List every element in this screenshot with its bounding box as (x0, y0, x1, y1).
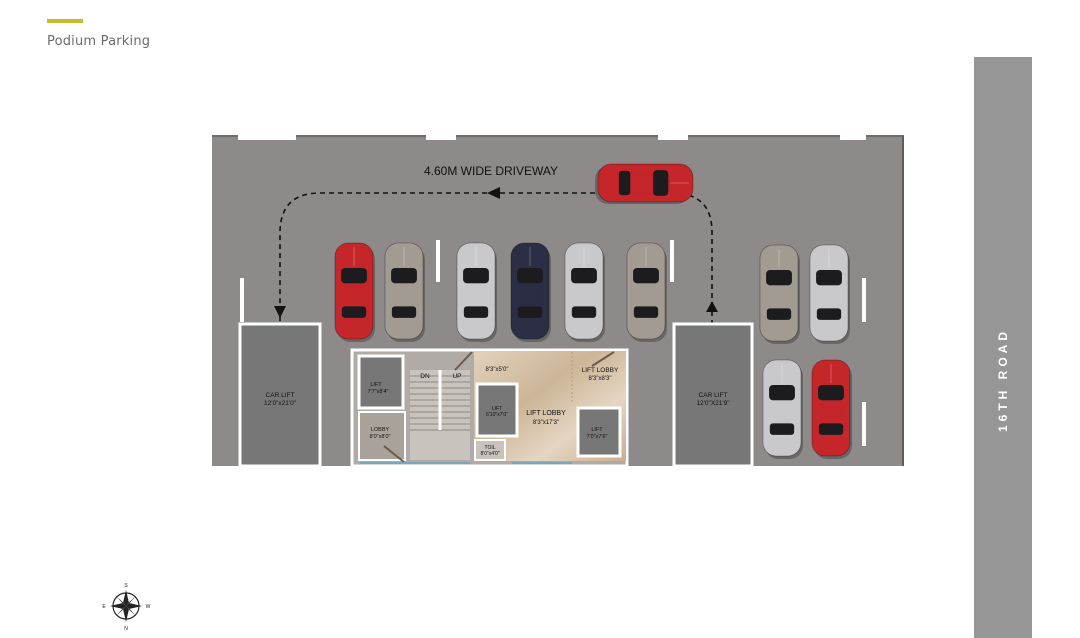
compass-w: W (146, 604, 151, 610)
car-lift-left-size: 12'0"x21'0" (264, 400, 297, 407)
stair-up-label: UP (452, 373, 461, 380)
toilet (474, 439, 506, 461)
compass-e: E (102, 604, 106, 610)
lift-lobby-right-size: 8'3"x8'3" (589, 376, 612, 382)
car (510, 242, 551, 342)
road-16th (974, 57, 1032, 638)
car (762, 359, 803, 459)
lobby-small-name: LOBBY (371, 427, 390, 433)
lift-lobby-center-name: LIFT LOBBY (526, 410, 566, 417)
compass-rose-icon: S N E W (102, 583, 151, 632)
car-lift-right-name: CAR LIFT (699, 392, 728, 399)
page-title: Podium Parking (47, 34, 151, 49)
door-swing (454, 351, 473, 371)
car (759, 244, 800, 344)
car (595, 163, 694, 204)
top-opening-4 (840, 132, 866, 140)
parked-cars (334, 163, 852, 459)
top-opening-1 (238, 132, 296, 140)
lift-right (576, 406, 622, 458)
lift-center (475, 382, 519, 438)
lobby-small (358, 411, 406, 461)
arrow-left-icon (487, 187, 500, 199)
toilet-name: TOIL (484, 445, 495, 451)
lift-center-name: LIFT (492, 406, 502, 412)
car (811, 359, 852, 459)
car-lift-right (672, 322, 754, 468)
top-opening-3 (658, 132, 688, 140)
car (564, 242, 605, 342)
driveway-label: 4.60M WIDE DRIVEWAY (424, 164, 558, 178)
arrow-down-icon (274, 306, 286, 318)
car-lift-left (238, 322, 322, 468)
arrow-up-icon (706, 301, 718, 312)
lift-small-size: 7'7"x8'4" (368, 389, 389, 395)
lift-right-size: 7'0"x7'6" (587, 434, 608, 440)
top-opening-2 (426, 132, 456, 140)
divider-post (436, 240, 440, 282)
divider-post (862, 402, 866, 446)
lobby-small-size: 8'0"x8'0" (370, 434, 391, 440)
divider-post (862, 278, 866, 322)
car (456, 242, 497, 342)
door-swing (591, 351, 615, 367)
car-lift-right-size: 12'0"X21'9" (696, 400, 730, 407)
compass-n: N (124, 626, 128, 632)
divider-post (670, 240, 674, 282)
title-accent-bar (47, 19, 83, 23)
lift-lobby-right-name: LIFT LOBBY (582, 367, 619, 374)
car-lift-left-name: CAR LIFT (266, 392, 295, 399)
toilet-size: 8'0"x4'0" (480, 451, 499, 457)
car (626, 242, 667, 342)
door-swing (383, 445, 405, 463)
lift-small-name: LIFT (370, 382, 382, 388)
divider-post (240, 278, 244, 322)
car (384, 242, 425, 342)
car (334, 242, 375, 342)
stair-dn-label: DN (420, 373, 430, 380)
compass-s: S (124, 583, 128, 589)
lift-right-name: LIFT (591, 427, 603, 433)
staircase (410, 370, 470, 460)
dim-top-label: 8'3"x5'0" (486, 367, 509, 373)
lift-small (357, 354, 405, 410)
car (809, 244, 850, 344)
lift-center-size: 6'10"x7'0" (486, 412, 508, 418)
lift-lobby-center-size: 8'3"x17'3" (533, 420, 559, 426)
